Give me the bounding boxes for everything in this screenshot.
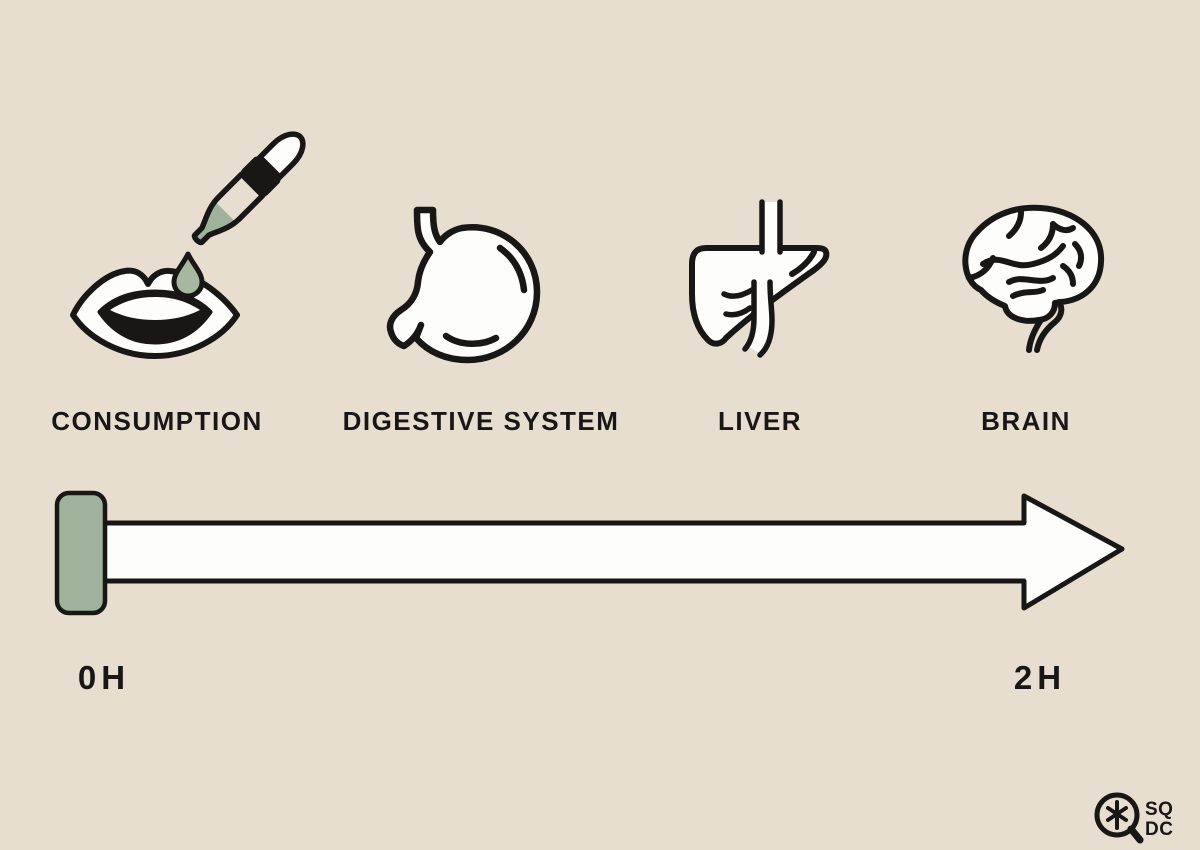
stage-label-digestive-system: DIGESTIVE SYSTEM	[342, 406, 620, 436]
timeline-arrow-shaft	[99, 493, 1125, 611]
logo-text-line1: SQ	[1145, 799, 1173, 820]
dropper-icon	[191, 131, 306, 246]
oil-drop-icon	[171, 251, 205, 299]
brain-icon	[962, 204, 1105, 353]
stage-label-liver: LIVER	[717, 406, 803, 436]
liver-icon	[689, 199, 830, 358]
timeline-start-marker	[54, 490, 108, 616]
timeline-end-label: 2H	[1013, 659, 1067, 696]
magnifier-cannabis-leaf-icon	[1094, 792, 1144, 844]
timeline-start-label: 0H	[77, 659, 131, 696]
oil-dropper-and-lips-icon	[70, 131, 306, 359]
stage-label-consumption: CONSUMPTION	[51, 406, 263, 436]
teeth-shape	[110, 297, 200, 320]
stage-label-brain: BRAIN	[981, 406, 1071, 436]
timeline-arrow	[54, 490, 1125, 616]
sqdc-logo: SQ DC	[1094, 792, 1173, 844]
logo-text-line2: DC	[1145, 819, 1173, 840]
brain-gyri-lines	[966, 209, 1085, 299]
stomach-icon	[386, 206, 541, 364]
lips-icon	[70, 267, 240, 359]
